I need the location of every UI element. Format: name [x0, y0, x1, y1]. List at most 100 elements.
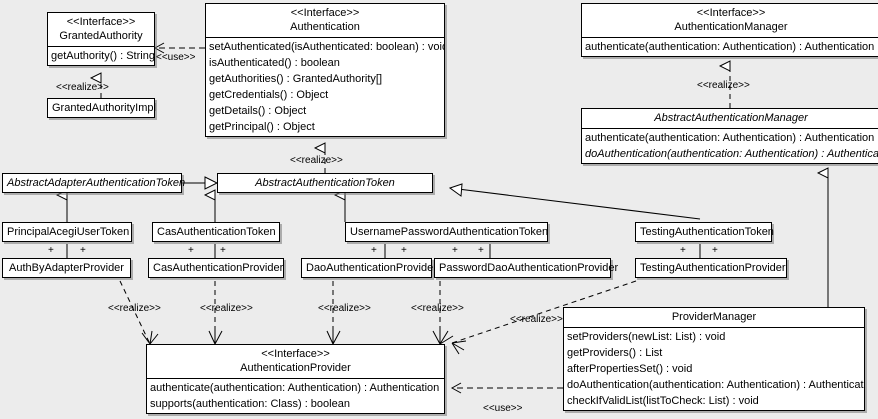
class-abstract-authentication-manager[interactable]: AbstractAuthenticationManager authentica…	[581, 108, 878, 164]
multiplicity-marker: +	[48, 245, 54, 256]
edge-abstractadapter-generalizes-abstractauthenticationtoken	[182, 176, 219, 190]
multiplicity-marker: +	[452, 245, 458, 256]
edge-label-realize-daoauthenticationprovider: <<realize>>	[318, 303, 371, 314]
class-abstract-adapter-authentication-token[interactable]: AbstractAdapterAuthenticationToken	[2, 173, 186, 193]
class-name: AuthenticationManager	[674, 21, 788, 33]
class-testing-authentication-token[interactable]: TestingAuthenticationToken	[635, 222, 774, 242]
class-name: DaoAuthenticationProvider	[306, 262, 437, 274]
class-name: TestingAuthenticationProvider	[640, 262, 786, 274]
operation: setProviders(newList: List) : void	[567, 331, 726, 343]
class-header: PasswordDaoAuthenticationProvider	[435, 259, 619, 277]
multiplicity-marker: +	[80, 245, 86, 256]
operations-compartment: getAuthority() : String	[48, 46, 154, 65]
class-header: <<Interface>> GrantedAuthority	[48, 13, 154, 46]
class-abstract-authentication-token[interactable]: AbstractAuthenticationToken	[217, 173, 433, 193]
class-name: AuthByAdapterProvider	[9, 262, 124, 274]
class-header: AbstractAdapterAuthenticationToken	[3, 174, 186, 192]
class-header: GrantedAuthorityImpl	[48, 99, 156, 117]
class-name: Authentication	[290, 21, 360, 33]
operation: isAuthenticated() : boolean	[209, 57, 340, 69]
operation: checkIfValidList(listToCheck: List) : vo…	[567, 395, 759, 407]
multiplicity-marker: +	[478, 245, 484, 256]
stereotype-label: <<Interface>>	[261, 348, 330, 360]
class-name: GrantedAuthorityImpl	[52, 102, 156, 114]
operations-compartment: authenticate(authentication: Authenticat…	[147, 378, 444, 413]
stereotype-label: <<Interface>>	[290, 7, 360, 19]
class-granted-authority[interactable]: <<Interface>> GrantedAuthority getAuthor…	[47, 12, 155, 66]
class-header: <<Interface>> AuthenticationManager	[582, 4, 878, 37]
class-testing-authentication-provider[interactable]: TestingAuthenticationProvider	[635, 258, 787, 278]
class-auth-by-adapter-provider[interactable]: AuthByAdapterProvider	[2, 258, 131, 278]
operation: getCredentials() : Object	[209, 89, 329, 101]
multiplicity-marker: +	[680, 245, 686, 256]
operation: getPrincipal() : Object	[209, 121, 315, 133]
edge-label-realize-authbyadapterprovider: <<realize>>	[108, 303, 161, 314]
operation: authenticate(authentication: Authenticat…	[585, 41, 875, 53]
class-name: GrantedAuthority	[59, 30, 143, 42]
class-header: DaoAuthenticationProvider	[302, 259, 437, 277]
class-cas-authentication-token[interactable]: CasAuthenticationToken	[152, 222, 280, 242]
class-header: AuthByAdapterProvider	[3, 259, 130, 277]
edge-label-realize-providermanager: <<realize>>	[510, 314, 563, 325]
multiplicity-marker: +	[188, 245, 194, 256]
class-principal-acegi-user-token[interactable]: PrincipalAcegiUserToken	[2, 222, 132, 242]
class-name: CasAuthenticationProvider	[153, 262, 284, 274]
class-granted-authority-impl[interactable]: GrantedAuthorityImpl	[47, 98, 156, 118]
operations-compartment: setAuthenticated(isAuthenticated: boolea…	[206, 37, 444, 136]
operation: afterPropertiesSet() : void	[567, 363, 693, 375]
class-dao-authentication-provider[interactable]: DaoAuthenticationProvider	[301, 258, 437, 278]
class-header: UsernamePasswordAuthenticationToken	[346, 223, 549, 241]
operation: getProviders() : List	[567, 347, 663, 359]
class-header: <<Interface>> Authentication	[206, 4, 444, 37]
class-name: TestingAuthenticationToken	[640, 226, 774, 238]
multiplicity-marker: +	[371, 245, 377, 256]
class-username-password-authentication-token[interactable]: UsernamePasswordAuthenticationToken	[345, 222, 548, 242]
operation: supports(authentication: Class) : boolea…	[150, 398, 350, 410]
class-name: PasswordDaoAuthenticationProvider	[439, 262, 619, 274]
operation: authenticate(authentication: Authenticat…	[585, 132, 875, 144]
class-header: <<Interface>> AuthenticationProvider	[147, 345, 444, 378]
class-password-dao-authentication-provider[interactable]: PasswordDaoAuthenticationProvider	[434, 258, 619, 278]
operation: setAuthenticated(isAuthenticated: boolea…	[209, 41, 444, 53]
class-authentication-provider[interactable]: <<Interface>> AuthenticationProvider aut…	[146, 344, 445, 414]
operation: authenticate(authentication: Authenticat…	[150, 382, 440, 394]
class-authentication-manager[interactable]: <<Interface>> AuthenticationManager auth…	[581, 3, 878, 57]
stereotype-label: <<Interface>>	[696, 7, 766, 19]
class-header: CasAuthenticationToken	[153, 223, 279, 241]
multiplicity-marker: +	[401, 245, 407, 256]
class-header: TestingAuthenticationToken	[636, 223, 774, 241]
class-name: AuthenticationProvider	[240, 362, 351, 374]
operation: getAuthority() : String	[51, 50, 154, 62]
operations-compartment: authenticate(authentication: Authenticat…	[582, 37, 878, 56]
operation: getAuthorities() : GrantedAuthority[]	[209, 73, 383, 85]
class-name: AbstractAuthenticationManager	[654, 112, 808, 124]
edge-label-use-grantedauthority: <<use>>	[156, 52, 196, 63]
multiplicity-marker: +	[712, 245, 718, 256]
edge-label-realize-abstractauthenticationtoken: <<realize>>	[290, 155, 343, 166]
class-name: PrincipalAcegiUserToken	[7, 226, 130, 238]
class-header: ProviderManager	[564, 308, 864, 327]
class-header: PrincipalAcegiUserToken	[3, 223, 131, 241]
operations-compartment: authenticate(authentication: Authenticat…	[582, 128, 878, 163]
class-name: AbstractAdapterAuthenticationToken	[7, 177, 186, 189]
class-header: AbstractAuthenticationManager	[582, 109, 878, 128]
edge-label-realize-abstractauthenticationmanager: <<realize>>	[697, 80, 750, 91]
class-header: CasAuthenticationProvider	[149, 259, 283, 277]
class-name: UsernamePasswordAuthenticationToken	[350, 226, 549, 238]
class-header: AbstractAuthenticationToken	[218, 174, 432, 192]
class-name: CasAuthenticationToken	[157, 226, 276, 238]
operation: getDetails() : Object	[209, 105, 307, 117]
class-provider-manager[interactable]: ProviderManager setProviders(newList: Li…	[563, 307, 865, 411]
operation: doAuthentication(authentication: Authent…	[585, 148, 878, 160]
edge-label-realize-grantedauthorityimpl: <<realize>>	[56, 82, 109, 93]
class-header: TestingAuthenticationProvider	[636, 259, 786, 277]
class-name: AbstractAuthenticationToken	[255, 177, 395, 189]
class-authentication[interactable]: <<Interface>> Authentication setAuthenti…	[205, 3, 445, 137]
edge-label-realize-casauthenticationprovider: <<realize>>	[200, 303, 253, 314]
stereotype-label: <<Interface>>	[66, 16, 136, 28]
edge-testingauthenticationtoken-generalizes-abstractauthenticationtoken	[448, 183, 701, 220]
edge-label-use-providermanager: <<use>>	[483, 403, 523, 414]
edge-label-realize-passworddaoauthenticationprovider: <<realize>>	[411, 303, 464, 314]
class-cas-authentication-provider[interactable]: CasAuthenticationProvider	[148, 258, 284, 278]
